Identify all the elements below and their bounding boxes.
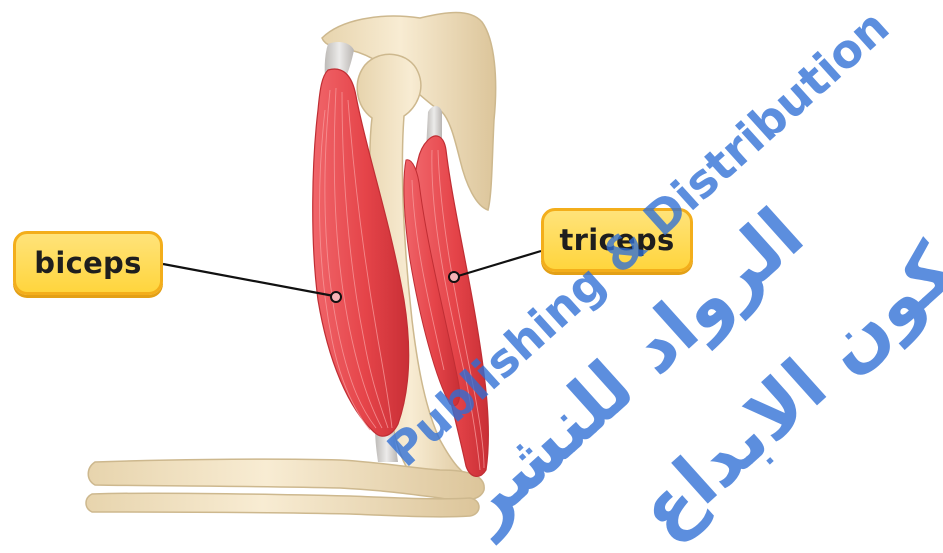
- forearm-bone-lower: [86, 493, 479, 517]
- arm-diagram: biceps triceps Publishing & Distribution…: [0, 0, 943, 524]
- biceps-label: biceps: [13, 231, 163, 295]
